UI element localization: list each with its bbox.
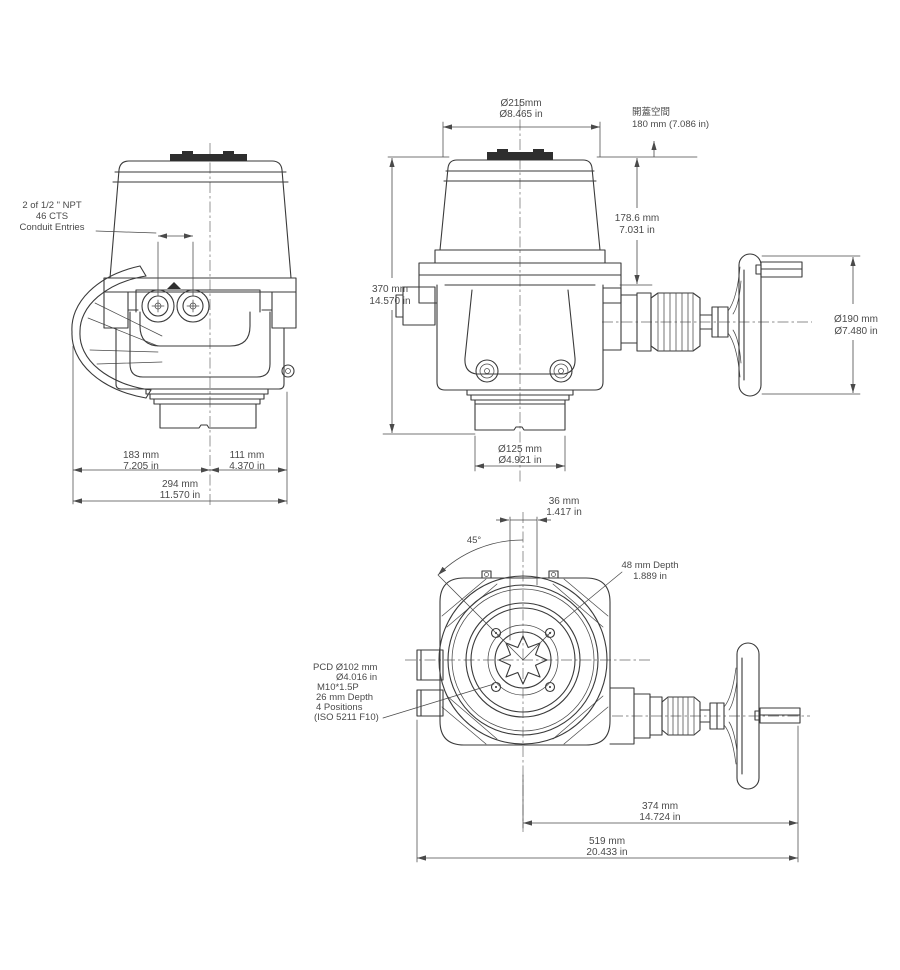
depth-48-line2: 1.889 in	[633, 571, 667, 582]
side-bolt	[281, 364, 295, 378]
side-base	[145, 388, 269, 429]
clearance-value: 180 mm (7.086 in)	[632, 119, 709, 130]
dim-370-mm: 370 mm	[372, 284, 408, 295]
pcd-note-line4: 26 mm Depth	[316, 692, 373, 703]
conduit-note-line1: 2 of 1/2 " NPT	[22, 200, 82, 211]
dim-190-in: Ø7.480 in	[834, 326, 877, 337]
conduit-note-line3: Conduit Entries	[20, 222, 85, 233]
dim-294-mm: 294 mm	[162, 479, 198, 490]
front-extension-lines	[382, 121, 861, 472]
side-pointer-mark	[167, 282, 181, 289]
dim-374-in: 14.724 in	[639, 812, 680, 823]
bottom-handwheel-rim	[736, 642, 760, 790]
side-top-cap	[170, 151, 247, 161]
dim-178-mm: 178.6 mm	[615, 213, 659, 224]
dim-215-mm: Ø215mm	[500, 98, 541, 109]
bottom-top-bolts	[481, 570, 559, 579]
conduit-note-line2: 46 CTS	[36, 211, 68, 222]
angle-45-label: 45°	[467, 535, 482, 546]
dim-374-mm: 374 mm	[642, 801, 678, 812]
bottom-handle	[754, 707, 801, 724]
bottom-body-outline	[439, 577, 611, 746]
side-conduit-bracket	[135, 289, 261, 347]
pcd-note-line3: M10*1.5P	[317, 682, 359, 693]
side-cover	[109, 160, 292, 279]
side-handwheel-spokes	[87, 302, 163, 365]
front-handle	[755, 261, 803, 278]
side-handwheel-rim	[71, 265, 163, 399]
front-wheel-spokes	[727, 266, 742, 378]
dim-215-in: Ø8.465 in	[499, 109, 542, 120]
dim-178-in: 7.031 in	[619, 225, 655, 236]
front-body-bolts	[475, 359, 573, 383]
side-view-dimensions: 2 of 1/2 " NPT 46 CTS Conduit Entries 18…	[20, 200, 288, 505]
bottom-left-tabs	[416, 649, 444, 717]
pcd-note-line2: Ø4.016 in	[336, 672, 377, 683]
dim-125-mm: Ø125 mm	[498, 444, 542, 455]
front-handwheel-rim	[738, 253, 762, 397]
front-view	[395, 100, 812, 483]
pcd-note-line6: (ISO 5211 F10)	[314, 712, 379, 723]
dim-190-mm: Ø190 mm	[834, 314, 878, 325]
front-drive-assembly	[602, 253, 803, 397]
dim-183-in: 7.205 in	[123, 461, 159, 472]
angle-45-arc	[437, 539, 524, 576]
depth-48-line1: 48 mm Depth	[621, 560, 678, 571]
bottom-extension-lines	[382, 516, 799, 863]
side-extension-lines	[72, 230, 288, 505]
bottom-mounting-circles	[438, 575, 608, 745]
front-top-cap	[487, 149, 553, 160]
side-body	[115, 311, 285, 390]
bottom-drive-assembly	[609, 642, 801, 790]
bottom-star-slash	[522, 631, 552, 661]
dim-36-in: 1.417 in	[546, 507, 582, 518]
front-left-tab	[395, 286, 436, 326]
side-view	[71, 143, 297, 508]
bottom-view	[405, 512, 810, 832]
dim-125-in: Ø4.921 in	[498, 455, 541, 466]
dim-370-in: 14.570 in	[369, 296, 410, 307]
pcd-note-line1: PCD Ø102 mm	[313, 662, 377, 673]
dim-111-mm: 111 mm	[230, 450, 265, 461]
dim-519-mm: 519 mm	[589, 836, 625, 847]
bottom-wheel-spokes	[723, 667, 738, 765]
bottom-star-broach	[498, 635, 548, 685]
bottom-view-dimensions: 36 mm 1.417 in 45° 48 mm Depth 1.889 in …	[313, 496, 799, 863]
pcd-note-line5: 4 Positions	[316, 702, 363, 713]
front-base	[466, 389, 574, 431]
dim-183-mm: 183 mm	[123, 450, 159, 461]
conduit-cross-marks	[151, 299, 200, 313]
dim-294-in: 11.570 in	[160, 490, 200, 501]
dim-519-in: 20.433 in	[586, 847, 627, 858]
front-view-dimensions: Ø215mm Ø8.465 in 開蓋空間 180 mm (7.086 in) …	[369, 98, 878, 472]
dim-111-in: 4.370 in	[229, 461, 265, 472]
clearance-label-jp: 開蓋空間	[632, 106, 670, 118]
bottom-knurled-knob	[661, 696, 701, 736]
dim-36-mm: 36 mm	[549, 496, 580, 507]
